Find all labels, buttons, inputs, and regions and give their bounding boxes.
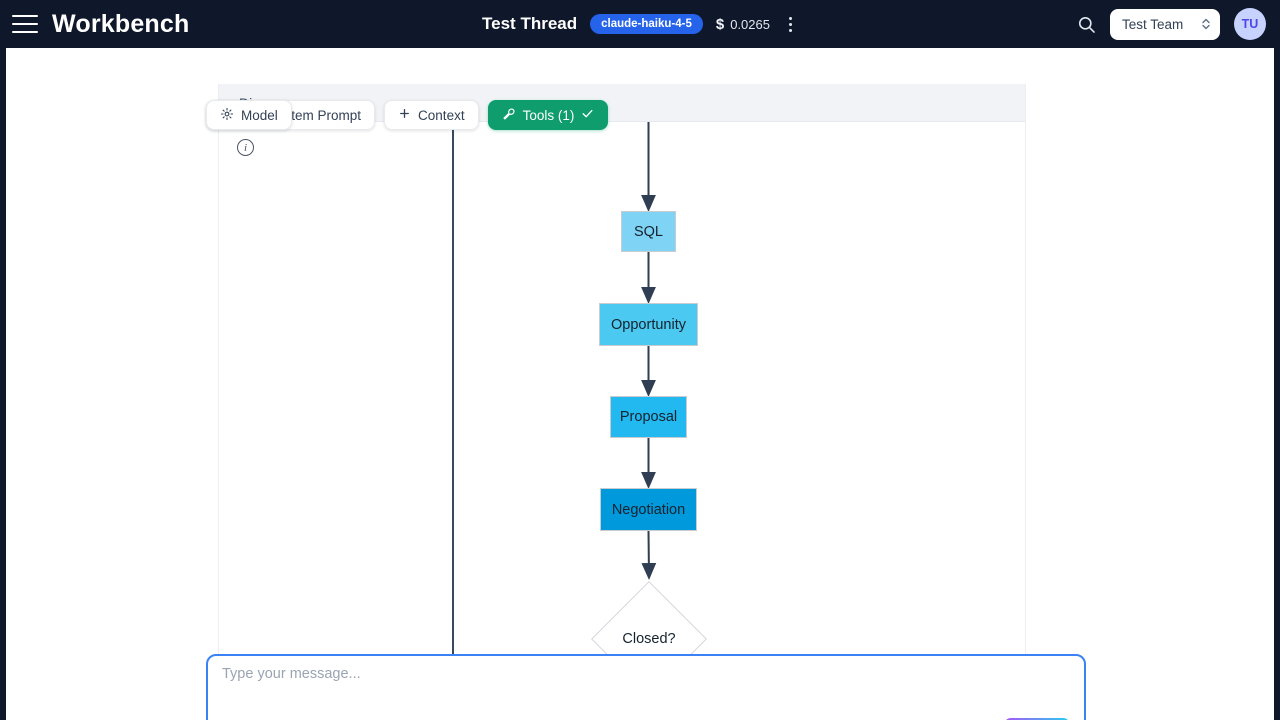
app-title: Workbench: [52, 9, 190, 38]
flow-node-closed[interactable]: Closed?: [589, 579, 709, 699]
flow-edges: [641, 122, 657, 580]
thread-title: Test Thread: [482, 14, 578, 33]
composer-footer: TU Clear conversation | Usage: 0.1%: [208, 710, 1084, 720]
model-badge[interactable]: claude-haiku-4-5: [590, 14, 703, 34]
gear-icon: [220, 107, 234, 124]
top-header-bar: Workbench Test Thread claude-haiku-4-5 $…: [0, 0, 1280, 48]
check-icon: [581, 107, 594, 123]
plus-icon: [398, 107, 411, 123]
main-content-area: Diagram i SQLOpportunityProposalNegotiat…: [6, 48, 1278, 720]
cost-display: $ 0.0265: [716, 16, 770, 33]
info-icon[interactable]: i: [237, 139, 254, 156]
flow-node-sql[interactable]: SQL: [621, 211, 676, 252]
thread-info-group: Test Thread claude-haiku-4-5 $ 0.0265: [482, 0, 798, 48]
hamburger-menu-icon[interactable]: [12, 15, 38, 33]
message-composer[interactable]: TU Clear conversation | Usage: 0.1%: [206, 654, 1086, 720]
team-selector[interactable]: Test Team: [1110, 8, 1220, 40]
flow-node-opportunity[interactable]: Opportunity: [599, 303, 698, 346]
tools-label: Tools (1): [522, 107, 575, 123]
add-context-button[interactable]: Context: [384, 100, 479, 130]
search-icon[interactable]: [1077, 15, 1096, 34]
flow-node-label: Closed?: [622, 631, 676, 647]
cost-value: 0.0265: [730, 16, 770, 32]
message-input[interactable]: [222, 666, 1062, 682]
kebab-menu-icon[interactable]: [783, 13, 798, 36]
chevron-up-down-icon: [1201, 17, 1211, 31]
wrench-icon: [502, 107, 516, 124]
diagram-card: Diagram i SQLOpportunityProposalNegotiat…: [218, 84, 1026, 716]
team-name: Test Team: [1122, 16, 1184, 32]
swimlane-divider: [452, 122, 454, 716]
flow-node-negotiation[interactable]: Negotiation: [600, 488, 697, 531]
tools-button[interactable]: Tools (1): [487, 100, 609, 130]
header-right-group: Test Team TU: [1077, 0, 1266, 48]
dollar-icon: $: [715, 15, 725, 33]
add-context-label: Context: [418, 107, 465, 123]
flow-node-proposal[interactable]: Proposal: [610, 396, 687, 438]
model-label: Model: [241, 107, 278, 123]
avatar[interactable]: TU: [1234, 8, 1266, 40]
thread-toolbar: Add System Prompt Context Tools (1): [6, 100, 1278, 134]
toolbar-right-group: Model: [206, 100, 1102, 130]
model-button[interactable]: Model: [206, 100, 292, 130]
send-button[interactable]: [1004, 718, 1070, 720]
